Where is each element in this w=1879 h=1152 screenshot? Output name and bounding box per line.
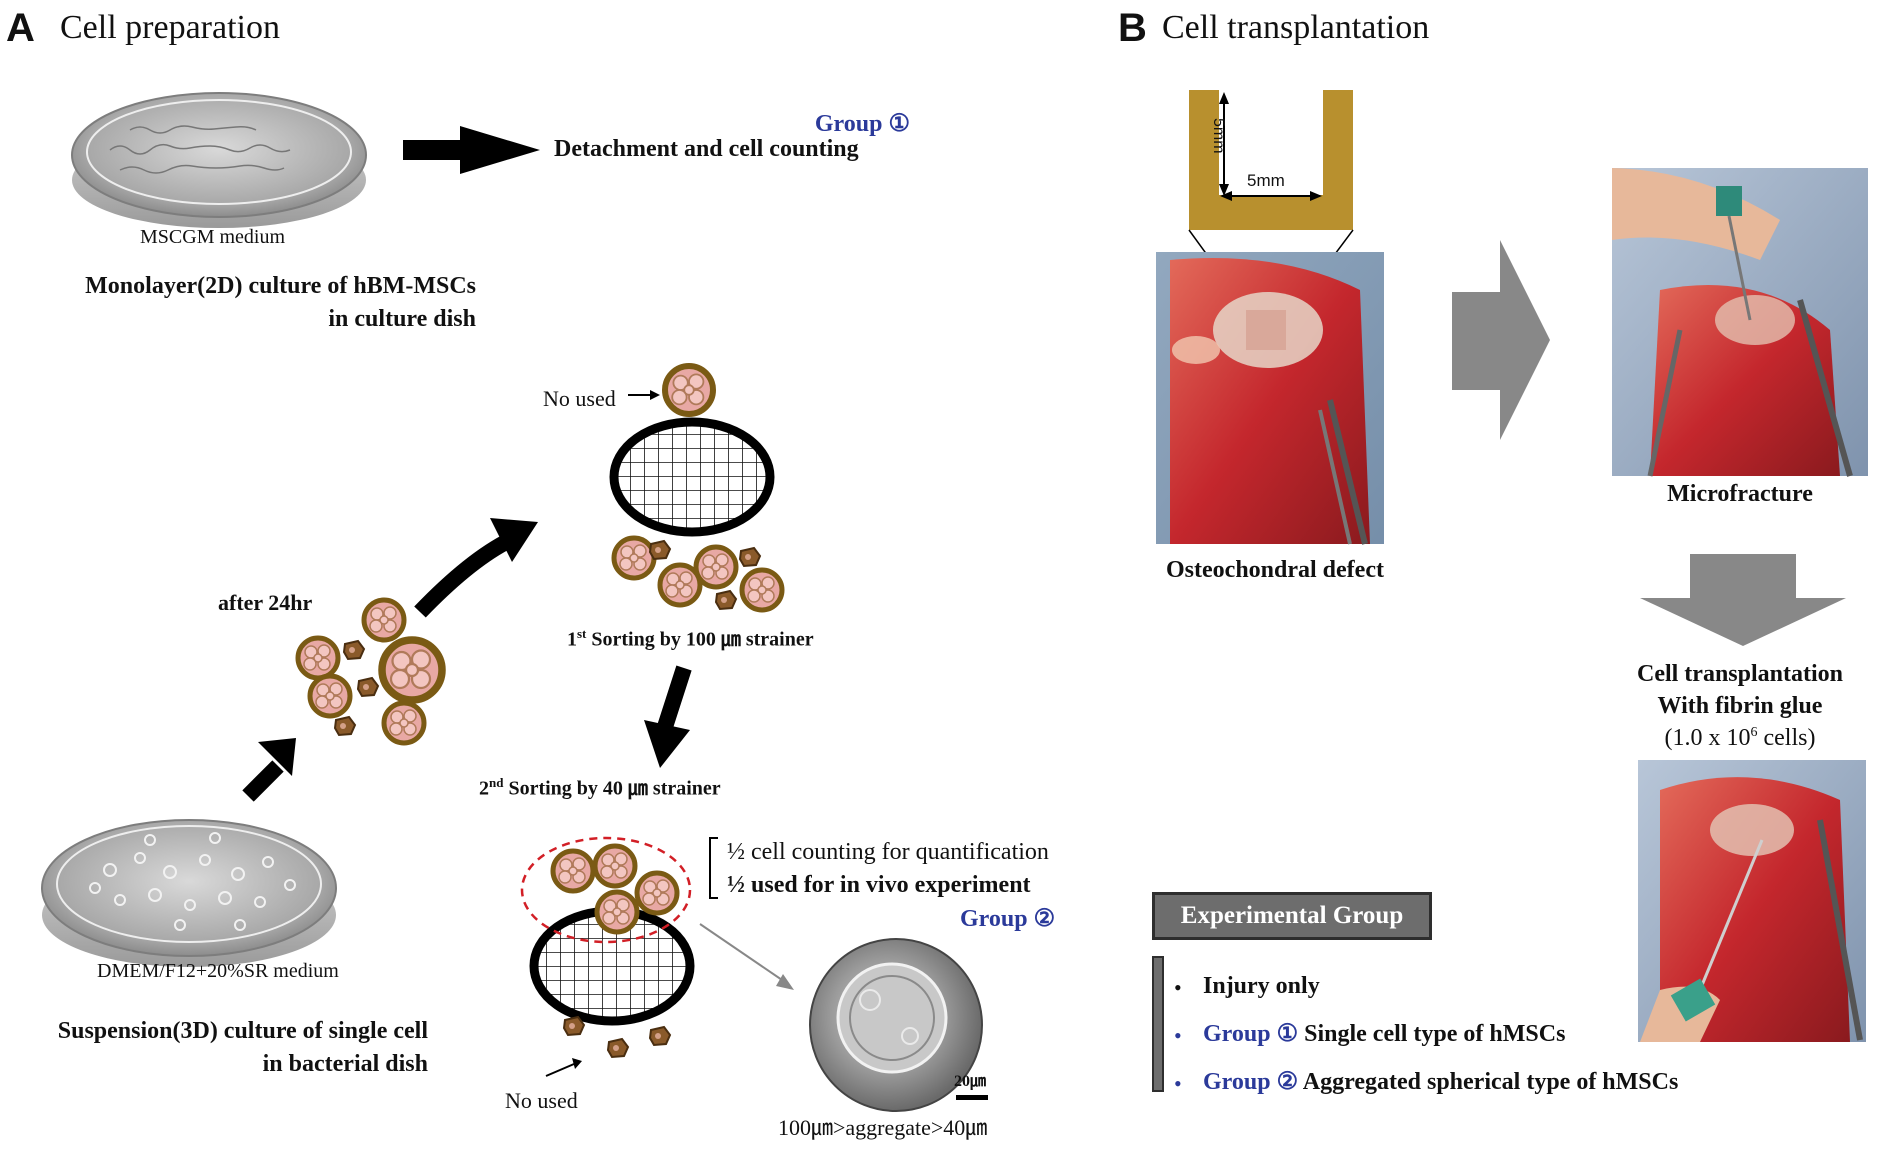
second-sorting-superscript: nd [489,775,504,790]
experimental-group-title: Experimental Group [1180,902,1404,929]
first-sorting-label: 1st Sorting by 100 ㎛ strainer [567,627,814,651]
monolayer-caption-line1: Monolayer(2D) culture of hBM-MSCs [85,273,476,299]
suspension-caption-line2: in bacterial dish [262,1051,428,1077]
transplant-caption-line1: Cell transplantation [1636,661,1843,687]
cell-count-suffix: cells) [1757,725,1816,751]
strainer-40um [520,836,695,1026]
second-sorting-text: Sorting by 40 ㎛ strainer [503,777,721,800]
group2-tag: Group ② [960,906,1056,932]
experimental-group-header: Experimental Group [1152,892,1432,940]
strainer-100um [609,366,775,537]
dim-horizontal-label: 5mm [1247,171,1285,190]
half-counting-label: ½ cell counting for quantification [727,839,1049,865]
second-sorting-ordinal: 2 [479,777,489,800]
microfracture-photo [1612,168,1868,477]
legend-item-injury-only: Injury only [1203,973,1320,999]
dim-vertical-label: 5mm [1210,118,1227,154]
legend-bullet-3: • [1174,1071,1182,1096]
panel-a-title: Cell preparation [60,9,280,46]
no-used-top-label: No used [543,386,616,411]
scale-bar-label: 20㎛ [954,1073,987,1090]
group1-tag: Group ① [814,111,910,137]
half-used-label: ½ used for in vivo experiment [727,872,1031,898]
panel-a-letter: A [6,6,35,50]
half-bracket [709,837,718,899]
legend-bullet-1: • [1174,975,1182,1000]
legend-side-bar [1152,956,1164,1092]
aggregate-micrograph [809,938,988,1112]
arrow-to-micrograph [699,923,794,990]
osteochondral-caption: Osteochondral defect [1166,557,1384,583]
transplant-caption-line3: (1.0 x 106 cells) [1600,725,1879,751]
legend-item-group2: Group ② Aggregated spherical type of hMS… [1203,1069,1679,1095]
transplantation-photo [1638,760,1866,1042]
osteochondral-defect-photo [1156,252,1384,545]
aggregates-after-24hr [298,600,442,743]
no-used-arrow-bottom [545,1058,582,1077]
cell-count-exponent: 6 [1750,725,1758,740]
legend-item-group1: Group ① Single cell type of hMSCs [1203,1021,1566,1047]
legend-item-2-group: Group ① [1203,1021,1299,1047]
arrow-to-second-strainer [644,665,692,768]
aggregates-after-first-sort [614,538,782,610]
microfracture-caption: Microfracture [1667,481,1813,507]
after-24hr-label: after 24hr [218,590,313,615]
first-sorting-ordinal: 1 [567,628,577,651]
legend-item-3-text: Aggregated spherical type of hMSCs [1302,1069,1679,1095]
aggregate-range-label: 100㎛>aggregate>40㎛ [778,1115,988,1140]
panel-b-title: Cell transplantation [1162,9,1430,46]
panel-b-letter: B [1118,6,1147,50]
dish-2d-label: MSCGM medium [140,226,286,248]
suspension-caption-line1: Suspension(3D) culture of single cell [57,1018,428,1044]
legend-item-1-text: Injury only [1203,973,1320,999]
arrow-up-to-aggregates [242,738,296,802]
no-used-bottom-label: No used [505,1088,578,1113]
first-sorting-text: Sorting by 100 ㎛ strainer [586,628,814,651]
detachment-label: Detachment and cell counting [554,136,859,162]
legend-item-2-text: Single cell type of hMSCs [1304,1021,1566,1047]
dish-3d-label: DMEM/F12+20%SR medium [97,960,339,982]
monolayer-caption-line2: in culture dish [328,306,476,332]
arrow-to-transplantation [1640,554,1846,646]
arrow-to-first-strainer [414,518,538,618]
second-sorting-label: 2nd Sorting by 40 ㎛ strainer [479,776,721,800]
culture-dish-3d [41,819,337,967]
legend-item-3-group: Group ② [1203,1069,1299,1095]
arrow-to-microfracture [1452,240,1550,440]
cell-count-prefix: (1.0 x 10 [1664,725,1751,751]
transplant-caption-line2: With fibrin glue [1657,693,1823,719]
culture-dish-2d [71,92,367,228]
no-used-arrow-top [628,390,660,400]
arrow-to-detachment [403,126,540,174]
first-sorting-superscript: st [577,626,587,641]
legend-bullet-2: • [1174,1023,1182,1048]
